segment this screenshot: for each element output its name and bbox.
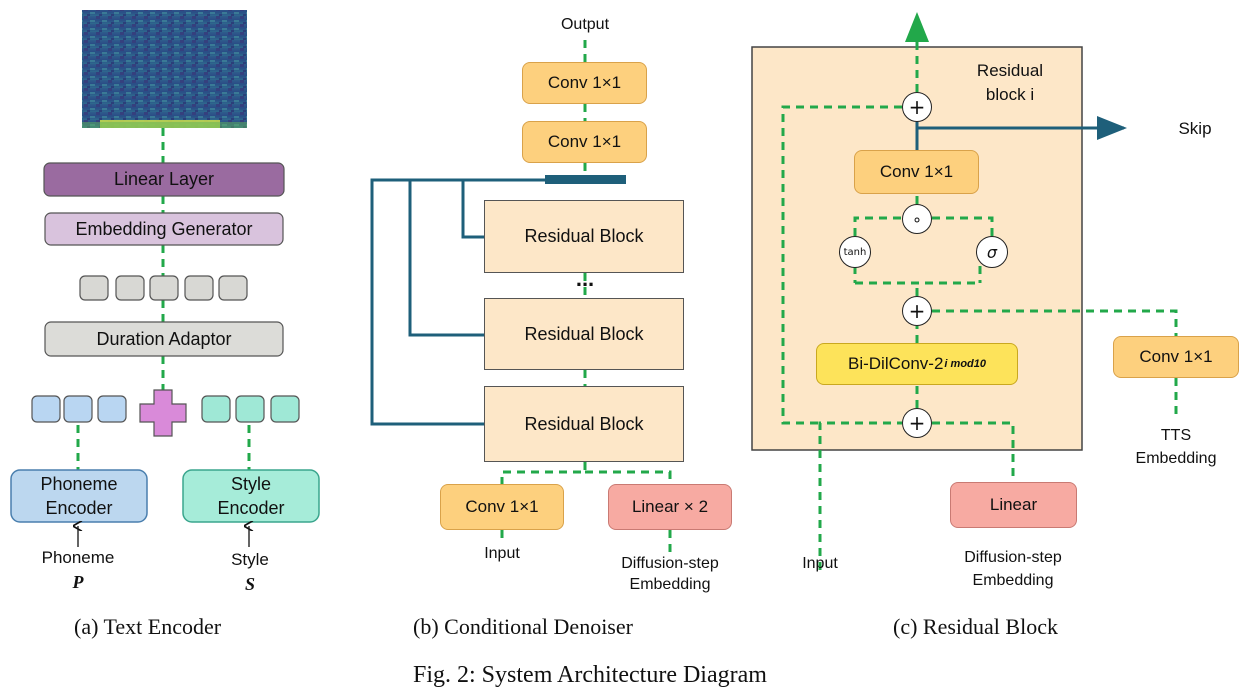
text-encoder-flow-lines <box>76 128 251 470</box>
denoiser-input-label: Input <box>484 545 520 562</box>
style-encoder-label: Style Encoder <box>217 474 285 518</box>
conditional-denoiser-panel <box>370 40 672 552</box>
embedding-generator-label: Embedding Generator <box>75 218 253 239</box>
residual-solid-lines <box>915 116 1127 150</box>
denoiser-conv-top: Conv 1×1 <box>522 62 647 104</box>
token-sequence <box>79 275 248 301</box>
phoneme-input-label: Phoneme <box>41 548 115 567</box>
text-encoder-panel <box>10 10 320 547</box>
bi-dilconv-superscript: i mod10 <box>944 358 986 370</box>
linear-layer-box <box>43 162 285 197</box>
style-symbol: S <box>244 574 255 594</box>
residual-block-3: Residual Block <box>484 386 684 462</box>
residual-conv: Conv 1×1 <box>854 150 979 194</box>
embedding-generator-box <box>44 212 284 246</box>
bi-dilconv-label: Bi-DilConv-2 <box>848 354 944 373</box>
residual-add-top: + <box>902 92 932 122</box>
duration-adaptor-box <box>44 321 284 357</box>
residual-block-1: Residual Block <box>484 200 684 273</box>
residual-title-2: block i <box>985 85 1035 104</box>
denoiser-conv-input: Conv 1×1 <box>440 484 564 530</box>
residual-add-middle: + <box>902 296 932 326</box>
duration-adaptor-label: Duration Adaptor <box>96 328 232 349</box>
sigmoid-activation: σ <box>976 236 1008 268</box>
skip-connection-lines <box>370 178 545 426</box>
spectrogram-image <box>82 10 247 128</box>
style-tokens <box>201 395 300 423</box>
plus-combiner <box>139 389 187 437</box>
residual-block-caption: (c) Residual Block <box>893 614 1058 639</box>
residual-block-2: Residual Block <box>484 298 684 370</box>
text-encoder-caption: (a) Text Encoder <box>74 614 222 639</box>
gate-multiply-icon: ∘ <box>902 204 932 234</box>
skip-label: Skip <box>1178 119 1212 138</box>
figure-caption: Fig. 2: System Architecture Diagram <box>413 662 767 688</box>
residual-linear: Linear <box>950 482 1077 528</box>
tts-conv: Conv 1×1 <box>1113 336 1239 378</box>
denoiser-conv-second: Conv 1×1 <box>522 121 647 163</box>
tts-label-1: TTS <box>1160 427 1192 444</box>
tts-label-2: Embedding <box>1135 450 1217 467</box>
denoiser-linear-x2: Linear × 2 <box>608 484 732 530</box>
phoneme-encoder-label: Phoneme Encoder <box>40 474 118 518</box>
skip-sum-bar <box>545 175 626 184</box>
denoiser-diffusion-label-2: Embedding <box>629 576 711 593</box>
denoiser-diffusion-label-1: Diffusion-step <box>621 555 719 572</box>
phoneme-tokens <box>31 395 127 423</box>
tanh-activation: tanh <box>839 236 871 268</box>
residual-flow-lines <box>781 12 1178 570</box>
residual-diffusion-label-1: Diffusion-step <box>964 549 1062 566</box>
residual-ellipsis: ... <box>575 266 595 291</box>
denoiser-flow-lines <box>500 40 672 552</box>
denoiser-output-label: Output <box>560 16 610 33</box>
residual-diffusion-label-2: Embedding <box>972 572 1054 589</box>
conditional-denoiser-caption: (b) Conditional Denoiser <box>413 614 633 639</box>
residual-input-label: Input <box>802 555 838 572</box>
residual-title-1: Residual <box>976 61 1044 80</box>
style-input-label: Style <box>231 550 269 569</box>
residual-add-bottom: + <box>902 408 932 438</box>
phoneme-symbol: P <box>72 572 84 592</box>
linear-layer-label: Linear Layer <box>113 169 215 189</box>
